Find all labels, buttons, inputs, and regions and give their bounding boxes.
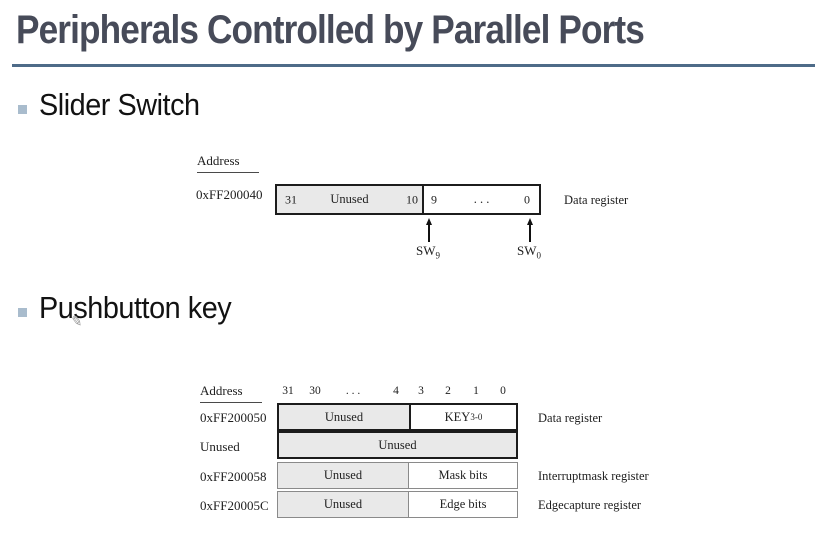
slider-switch-bits-cell: 9 . . . 0	[424, 186, 539, 213]
edge-bits-cell: Edge bits	[409, 492, 517, 517]
unused-register-box: Unused	[277, 431, 518, 459]
row-register-label: Data register	[538, 411, 603, 425]
arrow-up-sw9-icon	[426, 218, 432, 242]
pushbutton-address-header: Address	[200, 383, 262, 403]
page-title: Peripherals Controlled by Parallel Ports	[16, 8, 645, 52]
bit-0-label: 0	[524, 192, 530, 206]
edgecapture-register-box: Unused Edge bits	[277, 491, 518, 518]
slider-address-header: Address	[197, 153, 259, 173]
bit-9-label: 9	[431, 192, 437, 206]
bit-label-dots: . . .	[345, 385, 361, 397]
row-address: 0xFF20005C	[200, 498, 269, 513]
slider-unused-cell: 31 Unused 10	[277, 186, 424, 213]
row-register-label: Interruptmask register	[538, 469, 649, 483]
bullet-pushbutton-key: Pushbutton key	[39, 290, 232, 325]
bit-31-label: 31	[285, 192, 297, 206]
bit-label-2: 2	[445, 385, 451, 397]
bit-label-0: 0	[500, 385, 506, 397]
ellipsis-dots: . . .	[473, 192, 490, 206]
bullet-slider-switch: Slider Switch	[39, 87, 200, 122]
bit-label-30: 30	[309, 385, 321, 397]
bullet-square-icon	[18, 304, 27, 322]
slider-address-value: 0xFF200040	[196, 187, 263, 202]
pen-cursor-icon: ✎	[70, 312, 84, 330]
unused-cell: Unused	[278, 492, 409, 517]
bit-10-label: 10	[406, 192, 418, 206]
row-register-label: Edgecapture register	[538, 498, 642, 512]
unused-cell: Unused	[278, 463, 409, 488]
sw9-label: SW9	[416, 243, 440, 261]
mask-bits-cell: Mask bits	[409, 463, 517, 488]
bullet-square-icon	[18, 101, 27, 119]
bit-label-31: 31	[282, 385, 294, 397]
row-address: 0xFF200058	[200, 469, 267, 484]
slider-register-label: Data register	[564, 193, 629, 207]
arrow-up-sw0-icon	[527, 218, 533, 242]
bit-label-4: 4	[393, 385, 399, 397]
unused-full-cell: Unused	[279, 433, 516, 457]
interruptmask-register-box: Unused Mask bits	[277, 462, 518, 489]
unused-cell: Unused	[279, 405, 411, 429]
row-address: Unused	[200, 439, 240, 454]
title-underline	[12, 64, 815, 67]
bit-label-3: 3	[418, 385, 424, 397]
sw0-label: SW0	[517, 243, 541, 261]
row-address: 0xFF200050	[200, 410, 267, 425]
slider-unused-label: Unused	[330, 192, 369, 206]
bit-number-ruler: 31 30 . . . 4 3 2 1 0	[277, 385, 518, 399]
bit-label-1: 1	[473, 385, 479, 397]
slider-data-register-box: 31 Unused 10 9 . . . 0	[275, 184, 541, 215]
